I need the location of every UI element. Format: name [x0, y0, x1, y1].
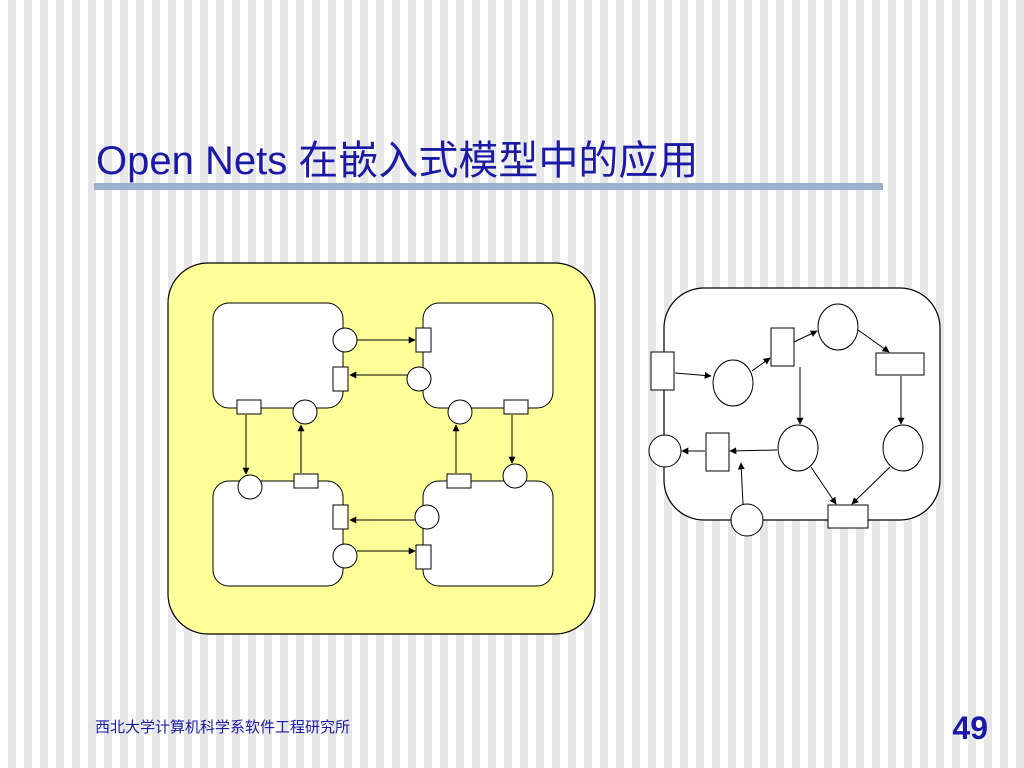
- place-node: [730, 503, 764, 537]
- transition-node: [236, 399, 262, 415]
- arc: [810, 466, 837, 505]
- page-number: 49: [952, 710, 988, 746]
- transition-node: [650, 351, 675, 391]
- place-node: [712, 359, 754, 407]
- transition-node: [446, 473, 472, 489]
- title-underline: [94, 183, 883, 190]
- net-container: [663, 287, 941, 521]
- place-node: [777, 424, 819, 472]
- place-node: [502, 463, 528, 489]
- transition-node: [415, 327, 432, 353]
- place-node: [817, 303, 859, 351]
- place-node: [447, 399, 473, 425]
- place-node: [292, 399, 318, 425]
- transition-node: [503, 399, 529, 415]
- arc: [851, 466, 891, 505]
- arc: [793, 330, 818, 343]
- place-node: [414, 504, 440, 530]
- transition-node: [770, 327, 795, 367]
- transition-node: [827, 504, 869, 529]
- module-bottom-right: [422, 480, 554, 587]
- composed-net-panel: [167, 262, 596, 635]
- place-node: [648, 434, 682, 468]
- title-english: Open Nets: [96, 139, 288, 183]
- single-net-panel: [648, 287, 941, 537]
- transition-node: [293, 473, 319, 489]
- transition-node: [332, 366, 349, 392]
- place-node: [237, 474, 263, 500]
- arc: [737, 462, 745, 505]
- place-node: [332, 327, 358, 353]
- module-top-left: [212, 302, 344, 409]
- transition-node: [332, 504, 349, 530]
- arc: [751, 357, 771, 372]
- transition-node: [705, 432, 730, 472]
- arc: [857, 329, 890, 353]
- module-top-right: [422, 302, 554, 409]
- module-bottom-left: [212, 480, 344, 587]
- slide-title: Open Nets 在嵌入式模型中的应用: [96, 128, 698, 186]
- place-node: [332, 543, 358, 569]
- place-node: [882, 424, 924, 472]
- arc: [729, 447, 778, 455]
- transition-node: [415, 544, 432, 570]
- transition-node: [875, 352, 925, 376]
- title-chinese: 在嵌入式模型中的应用: [298, 138, 699, 184]
- arc: [674, 371, 712, 379]
- place-node: [406, 366, 432, 392]
- footer-institution: 西北大学计算机科学系软件工程研究所: [95, 718, 351, 736]
